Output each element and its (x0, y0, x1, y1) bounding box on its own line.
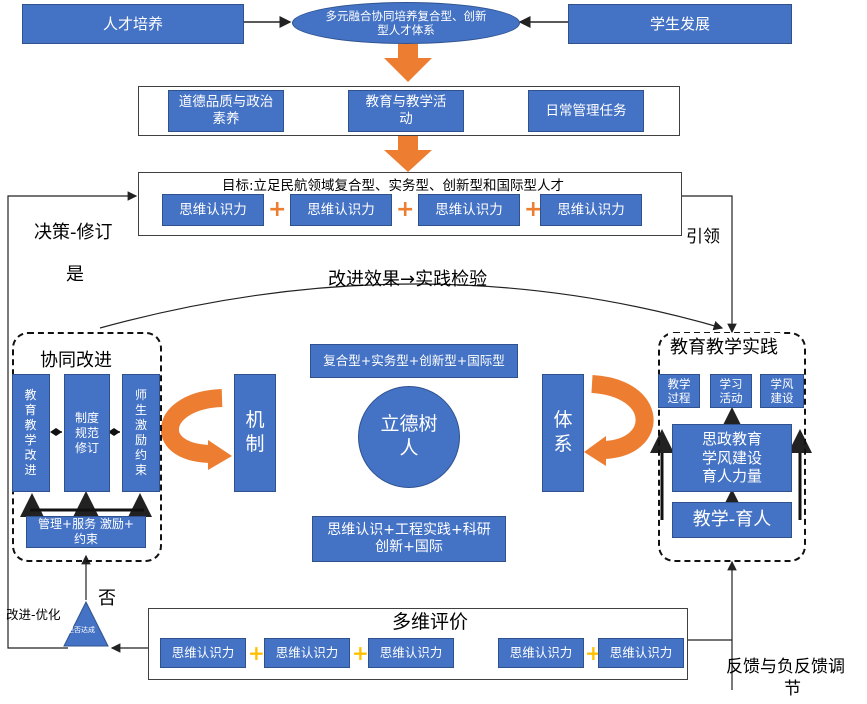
decision-revise-label: 决策-修订 (34, 222, 113, 243)
improve-effect-label: 改进效果→实践检验 (328, 269, 488, 290)
orange-curve-left-head (208, 440, 232, 470)
moral-line1: 道德品质与政治 (178, 94, 274, 111)
rp-bottom-box: 教学-育人 (672, 502, 792, 538)
plus-icon: + (524, 197, 543, 222)
rp-small3-line2: 建设 (770, 391, 794, 405)
eval-title: 多维评价 (392, 611, 469, 633)
moral-line2: 素养 (212, 111, 240, 127)
lp-col-education-text: 教育教学改进 (24, 388, 38, 477)
eval-item-5: 思维认识力 (598, 638, 684, 668)
center-bottom-line2: 创新+国际 (375, 539, 443, 555)
mechanism-box: 机制 (234, 374, 276, 492)
ellipse-line1: 多元融合协同培养复合型、创新 (325, 8, 487, 23)
improve-arc (99, 283, 724, 331)
plus-icon: + (352, 641, 369, 665)
achieve-triangle (63, 600, 109, 647)
plus-icon: + (396, 197, 415, 222)
rp-small1-line1: 教学 (667, 376, 691, 391)
rp-small1-line2: 过程 (667, 391, 691, 405)
lp-col-incentive-text: 师生激励约束 (134, 388, 147, 477)
left-loop-line (7, 191, 138, 649)
lp-col-incentive: 师生激励约束 (122, 374, 160, 492)
goal-item-2: 思维认识力 (290, 194, 392, 226)
eval-item-2: 思维认识力 (264, 638, 350, 668)
goal-to-right-panel (682, 195, 737, 334)
rp-mid-box: 思政教育 学风建设 育人力量 (672, 424, 792, 492)
teaching-line1: 教育与教学活 (365, 94, 447, 111)
system-ellipse: 多元融合协同培养复合型、创新 型人才体系 (292, 2, 520, 44)
collab-improve-title: 协同改进 (38, 346, 114, 372)
lp-bottom-box: 管理+服务 激励+ 约束 (26, 516, 146, 548)
lp-col2-line2: 规范 (74, 425, 99, 440)
teaching-activity-box: 教育与教学活 动 (348, 90, 464, 132)
lp-col2-line3: 修订 (74, 440, 99, 455)
ellipse-line2: 型人才体系 (377, 23, 435, 37)
plus-icon: + (585, 641, 602, 665)
plus-icon: + (268, 197, 287, 222)
orange-curve-right (591, 375, 654, 459)
triangle-label: 是否达成 (67, 626, 95, 634)
orange-curve-right-head (584, 436, 606, 466)
orange-down-arrow-2 (384, 136, 432, 172)
system-text: 体系 (553, 409, 573, 455)
rp-small3-line1: 学风 (770, 376, 794, 391)
lp-col2-line1: 制度 (74, 410, 99, 425)
feedback-label-line1: 反馈与负反馈调 (726, 657, 845, 677)
student-development-box: 学生发展 (568, 4, 792, 44)
eval-item-4: 思维认识力 (498, 638, 584, 668)
center-top-box: 复合型+实务型+创新型+国际型 (310, 344, 518, 378)
rp-small-3: 学风 建设 (760, 374, 804, 408)
system-box: 体系 (542, 374, 584, 492)
lp-col-education: 教育教学改进 (12, 374, 50, 492)
no-label: 否 (98, 588, 116, 609)
goal-item-4: 思维认识力 (540, 194, 642, 226)
improve-optimize-label: 改进-优化 (6, 607, 61, 622)
rp-mid-line1: 思政教育 (701, 429, 762, 448)
teaching-line2: 动 (399, 111, 413, 127)
rp-mid-line3: 育人力量 (701, 467, 762, 486)
feedback-label-line2: 节 (784, 679, 801, 699)
practice-title: 教育教学实践 (668, 333, 780, 359)
orange-curve-left (161, 389, 223, 463)
daily-management-box: 日常管理任务 (528, 90, 644, 132)
lp-bottom-line1: 管理+服务 激励+ (38, 517, 134, 531)
eval-item-3: 思维认识力 (368, 638, 454, 668)
rp-small2-line2: 活动 (719, 391, 743, 405)
goal-title: 目标:立足民航领域复合型、实务型、创新型和国际型人才 (222, 178, 565, 194)
rp-small2-line1: 学习 (719, 376, 743, 391)
rp-small-1: 教学 过程 (658, 374, 700, 408)
plus-icon: + (248, 641, 265, 665)
goal-item-3: 思维认识力 (418, 194, 520, 226)
moral-education-circle: 立德树 人 (358, 386, 460, 488)
center-bottom-line1: 思维认识+工程实践+科研 (327, 521, 491, 538)
mechanism-text: 机制 (245, 409, 265, 455)
eval-item-1: 思维认识力 (160, 638, 246, 668)
orange-down-arrow-1 (384, 44, 432, 82)
rp-mid-line2: 学风建设 (701, 448, 762, 467)
talent-cultivation-box: 人才培养 (22, 4, 244, 44)
lp-bottom-line2: 约束 (73, 532, 98, 546)
moral-quality-box: 道德品质与政治 素养 (168, 90, 284, 132)
goal-item-1: 思维认识力 (162, 194, 264, 226)
circle-line2: 人 (399, 437, 419, 459)
circle-line1: 立德树 (380, 413, 438, 436)
lead-label: 引领 (686, 227, 720, 247)
lp-col-system: 制度 规范 修订 (64, 374, 110, 492)
center-bottom-box: 思维认识+工程实践+科研 创新+国际 (312, 516, 506, 562)
yes-label: 是 (66, 264, 84, 285)
rp-small-2: 学习 活动 (710, 374, 752, 408)
